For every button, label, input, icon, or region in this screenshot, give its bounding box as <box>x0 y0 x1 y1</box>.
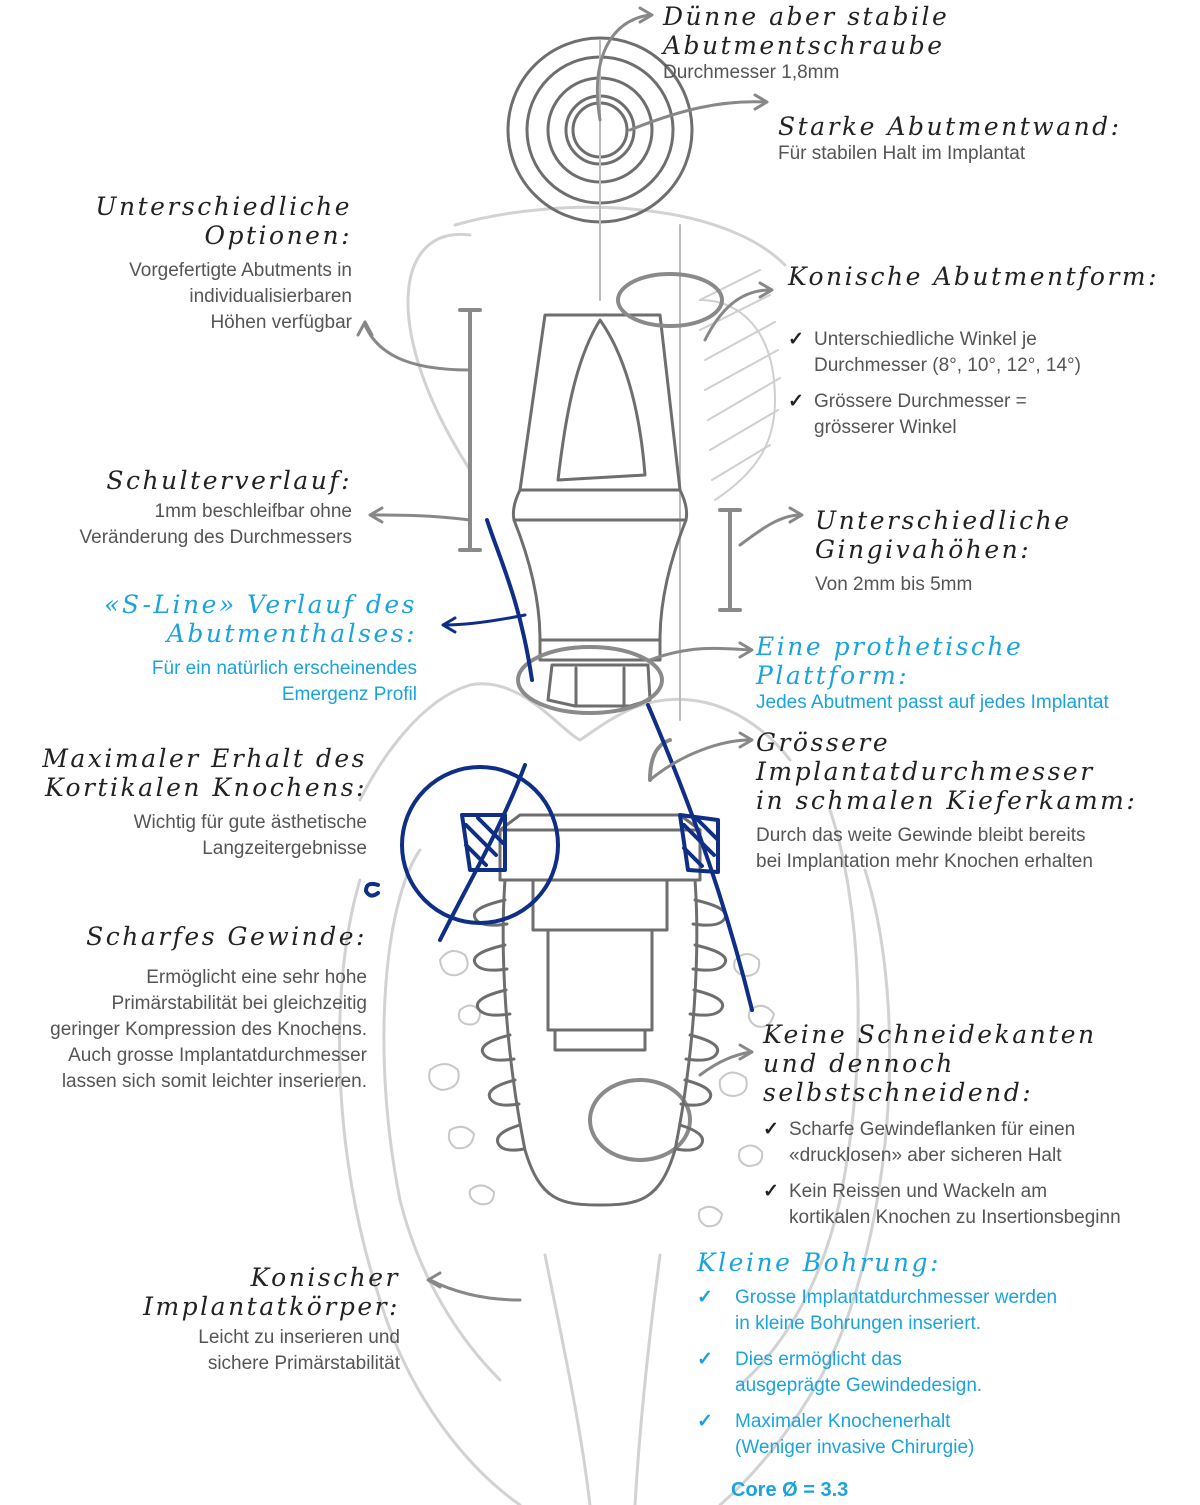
larger-diameter-title-2: in schmalen Kieferkamm: <box>756 786 1138 815</box>
no-edges-title-2: und dennoch selbstschneidend: <box>763 1049 1034 1107</box>
cortical-label: Maximaler Erhalt des Kortikalen Knochens… <box>20 744 367 862</box>
conical-body-text-1: Leicht zu inserieren und <box>198 1327 400 1348</box>
cortical-title-1: Maximaler Erhalt des <box>42 744 367 773</box>
check-icon: ✓ <box>697 1349 713 1370</box>
sline-arrow <box>441 613 527 634</box>
gingiva-title-1: Unterschiedliche <box>815 506 1072 535</box>
wall-text: Für stabilen Halt im Implantat <box>778 143 1026 164</box>
larger-diameter-label: Grössere Implantatdurchmesser in schmale… <box>756 728 1196 875</box>
sline-title-2: Abutmenthalses: <box>166 619 417 648</box>
conical-body-label: Konischer Implantatkörper: Leicht zu ins… <box>20 1263 400 1377</box>
core-diameter: Core Ø = 3.3 <box>731 1479 849 1501</box>
shoulder-text-1: 1mm beschleifbar ohne <box>154 501 353 522</box>
thread-text-2: Primärstabilität bei gleichzeitig <box>111 993 367 1014</box>
check-icon: ✓ <box>788 329 804 350</box>
small-drill-item: ✓ Maximaler Knochenerhalt (Weniger invas… <box>697 1411 975 1458</box>
thread-text-3: geringer Kompression des Knochens. <box>50 1019 367 1040</box>
no-edges-title-1: Keine Schneidekanten <box>763 1020 1097 1049</box>
thread-text-5: lassen sich somit leichter inserieren. <box>61 1071 367 1092</box>
abutment <box>511 313 689 708</box>
small-drill-title: Kleine Bohrung: <box>697 1248 941 1277</box>
larger-diameter-title-1: Grössere Implantatdurchmesser <box>756 728 1095 786</box>
cortical-text-1: Wichtig für gute ästhetische <box>133 812 367 833</box>
gingiva-text: Von 2mm bis 5mm <box>815 574 973 595</box>
thread-title: Scharfes Gewinde: <box>86 922 367 951</box>
wall-title: Starke Abutmentwand: <box>778 112 1122 141</box>
small-drill-item: ✓ Dies ermöglicht das ausgeprägte Gewind… <box>697 1349 983 1396</box>
options-title-2: Optionen: <box>204 221 352 250</box>
conical-form-label: Konische Abutmentform: ✓ Unterschiedlich… <box>788 262 1188 441</box>
conical-form-title: Konische Abutmentform: <box>788 262 1160 291</box>
small-drill-label: Kleine Bohrung: ✓ Grosse Implantatdurchm… <box>697 1248 1157 1502</box>
check-icon: ✓ <box>788 391 804 412</box>
wall-label: Starke Abutmentwand: Für stabilen Halt i… <box>778 112 1188 167</box>
jaw-contour <box>338 205 892 1505</box>
bone <box>428 950 775 1228</box>
no-edges-item: ✓ Kein Reissen und Wackeln am kortikalen… <box>763 1181 1121 1228</box>
check-icon: ✓ <box>763 1119 779 1140</box>
cortical-text-2: Langzeitergebnisse <box>202 838 367 859</box>
cortical-title-2: Kortikalen Knochens: <box>44 773 367 802</box>
gray-marker <box>458 272 742 1162</box>
sline-text-1: Für ein natürlich erscheinendes <box>151 658 417 679</box>
navy-annotation <box>364 518 754 1012</box>
check-icon: ✓ <box>763 1181 779 1202</box>
gingiva-label: Unterschiedliche Gingivahöhen: Von 2mm b… <box>815 506 1185 598</box>
pointer-arrows <box>356 6 804 1302</box>
hatch <box>699 269 781 501</box>
screw-label: Dünne aber stabile Abutmentschraube Durc… <box>663 2 1200 86</box>
shoulder-text-2: Veränderung des Durchmessers <box>79 527 352 548</box>
larger-diameter-text-2: bei Implantation mehr Knochen erhalten <box>756 851 1093 872</box>
thread-text-4: Auch grosse Implantatdurchmesser <box>68 1045 367 1066</box>
options-text-1: Vorgefertigte Abutments in <box>129 260 352 281</box>
screw-text: Durchmesser 1,8mm <box>663 62 840 83</box>
conical-form-item: ✓ Unterschiedliche Winkel je Durchmesser… <box>788 329 1081 376</box>
small-drill-item: ✓ Grosse Implantatdurchmesser werden in … <box>697 1287 1058 1334</box>
no-edges-label: Keine Schneidekanten und dennoch selbsts… <box>763 1020 1193 1231</box>
conical-body-text-2: sichere Primärstabilität <box>207 1353 400 1374</box>
options-label: Unterschiedliche Optionen: Vorgefertigte… <box>40 192 352 336</box>
larger-diameter-text-1: Durch das weite Gewinde bleibt bereits <box>756 825 1086 846</box>
implant <box>472 813 728 1207</box>
platform-title: Eine prothetische Plattform: <box>756 632 1024 690</box>
no-edges-item: ✓ Scharfe Gewindeflanken für einen «druc… <box>763 1119 1076 1166</box>
thread-text-1: Ermöglicht eine sehr hohe <box>146 967 367 988</box>
sline-text-2: Emergenz Profil <box>281 684 417 705</box>
platform-label: Eine prothetische Plattform: Jedes Abutm… <box>756 632 1186 716</box>
shoulder-title: Schulterverlauf: <box>106 466 352 495</box>
shoulder-label: Schulterverlauf: 1mm beschleifbar ohne V… <box>20 466 352 551</box>
thread-label: Scharfes Gewinde: Ermöglicht eine sehr h… <box>2 922 367 1095</box>
check-icon: ✓ <box>697 1287 713 1308</box>
sline-label: «S-Line» Verlauf des Abutmenthalses: Für… <box>60 590 417 708</box>
options-text-3: Höhen verfügbar <box>210 312 352 333</box>
gingiva-title-2: Gingivahöhen: <box>815 535 1032 564</box>
options-text-2: individualisierbaren <box>189 286 352 307</box>
check-icon: ✓ <box>697 1411 713 1432</box>
conical-body-title: Konischer Implantatkörper: <box>143 1263 400 1321</box>
platform-text: Jedes Abutment passt auf jedes Implantat <box>756 692 1109 713</box>
options-title-1: Unterschiedliche <box>95 192 352 221</box>
sline-title-1: «S-Line» Verlauf des <box>104 590 417 619</box>
screw-title: Dünne aber stabile Abutmentschraube <box>663 2 950 60</box>
conical-form-item: ✓ Grössere Durchmesser = grösserer Winke… <box>788 391 1027 438</box>
